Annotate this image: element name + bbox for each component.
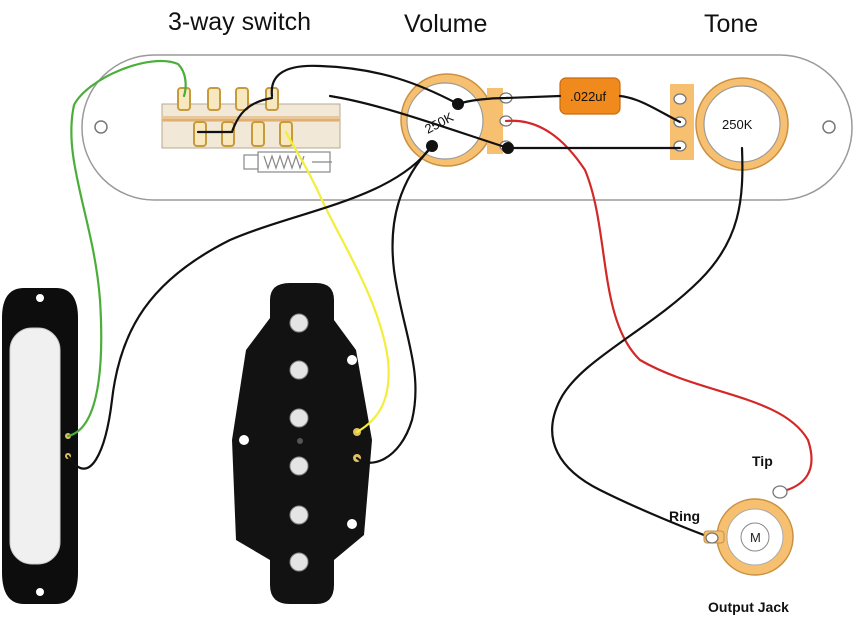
pole-piece [289,408,309,428]
pole-piece [289,552,309,572]
switch-lug [251,121,265,147]
tone-pot: 250K [670,77,789,171]
plate-screw-right [822,120,836,134]
tone-lug [673,140,687,152]
black-wire [618,94,682,124]
black-wire [196,96,274,134]
switch-lug [193,121,207,147]
pole-piece [289,505,309,525]
green-wire [66,59,187,438]
jack-ring-lug [705,532,719,544]
black-wire [551,146,744,540]
output-jack: M [703,485,794,576]
yellow-wire [284,130,390,434]
switch-title: 3-way switch [168,8,311,36]
red-wire [504,119,813,494]
plate-screw-left [94,120,108,134]
neck-pickup [2,288,78,604]
ring-label: Ring [669,508,700,524]
black-wire [355,144,434,464]
capacitor: .022uf [559,77,621,115]
three-way-switch [161,87,341,173]
switch-lug [221,121,235,147]
tone-title: Tone [704,10,758,38]
switch-lug [207,87,221,111]
jack-tip-lug [772,485,788,499]
pole-piece [289,456,309,476]
output-jack-label: Output Jack [708,599,789,615]
black-wire [270,64,460,106]
wires [66,59,813,540]
bridge-pickup [232,283,372,604]
pole-piece [289,360,309,380]
jack-center-label: M [750,530,761,545]
switch-lug [235,87,249,111]
switch-lug [177,87,191,111]
tone-pot-value: 250K [722,117,753,132]
volume-title: Volume [404,10,487,38]
black-wire [66,144,434,470]
pole-piece [289,313,309,333]
tip-label: Tip [752,453,773,469]
capacitor-value: .022uf [570,89,607,104]
tone-lug [673,93,687,105]
black-wire [328,94,682,150]
